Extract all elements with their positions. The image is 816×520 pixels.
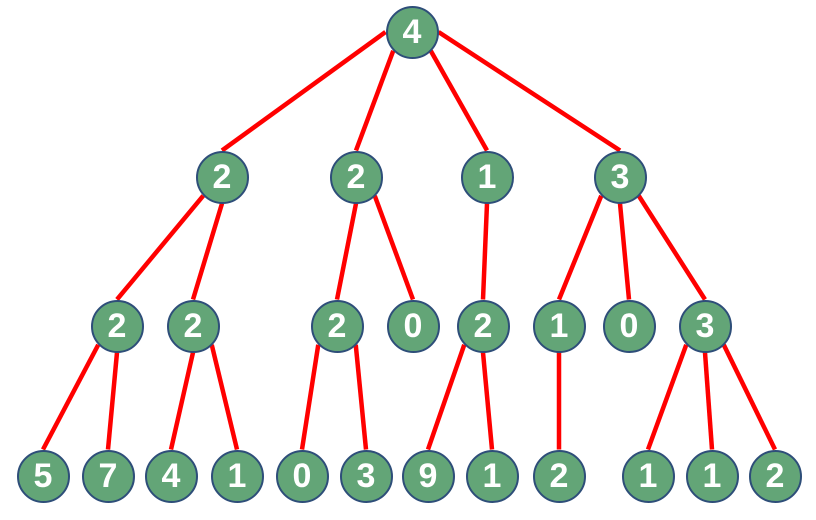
tree-node-b: 2 <box>329 150 383 204</box>
tree-node-b2: 0 <box>386 299 440 353</box>
tree-node-c1: 2 <box>456 299 510 353</box>
tree-edge-root-c <box>428 49 489 152</box>
tree-node-b1: 2 <box>310 299 364 353</box>
tree-edge-c1-l7 <box>425 344 467 451</box>
tree-edge-d3-l10 <box>645 343 689 451</box>
tree-edge-root-a <box>220 30 387 153</box>
tree-node-l7: 9 <box>401 449 455 503</box>
tree-node-d2: 0 <box>602 299 656 353</box>
tree-node-l9: 2 <box>532 449 586 503</box>
tree-edge-b1-l6 <box>353 344 369 450</box>
tree-edge-root-d <box>437 30 622 153</box>
tree-edge-b-b2 <box>372 194 416 301</box>
tree-edge-a1-l2 <box>105 352 120 450</box>
tree-node-a1: 2 <box>90 299 144 353</box>
tree-node-d1: 1 <box>532 299 586 353</box>
tree-node-a: 2 <box>195 150 249 204</box>
tree-node-l4: 1 <box>210 449 264 503</box>
tree-node-l11: 1 <box>685 449 739 503</box>
tree-edge-a-a1 <box>115 194 205 301</box>
tree-node-l3: 4 <box>144 449 198 503</box>
tree-edge-d-d3 <box>636 194 707 301</box>
tree-node-a2: 2 <box>166 299 220 353</box>
tree-edge-root-b <box>353 49 396 152</box>
tree-edge-d3-l12 <box>721 343 778 451</box>
tree-node-l5: 0 <box>275 449 329 503</box>
tree-edge-d3-l11 <box>702 352 715 450</box>
tree-node-l2: 7 <box>81 449 135 503</box>
tree-node-c: 1 <box>460 150 514 204</box>
tree-node-l8: 1 <box>465 449 519 503</box>
tree-node-d: 3 <box>593 150 647 204</box>
tree-edge-a2-l3 <box>168 352 196 450</box>
tree-node-root: 4 <box>385 5 439 59</box>
tree-node-l10: 1 <box>621 449 675 503</box>
tree-edge-d-d1 <box>556 194 604 301</box>
tree-edge-c-c1 <box>480 203 490 300</box>
tree-edge-d-d2 <box>617 203 632 300</box>
tree-edge-b-b1 <box>334 203 359 300</box>
tree-node-d3: 3 <box>678 299 732 353</box>
tree-node-l12: 2 <box>748 449 802 503</box>
tree-node-l1: 5 <box>16 449 70 503</box>
tree-edge-b1-l5 <box>299 344 321 450</box>
tree-edge-a-a2 <box>190 202 225 301</box>
tree-edge-c1-l8 <box>480 352 495 450</box>
tree-node-l6: 3 <box>339 449 393 503</box>
tree-edge-a1-l1 <box>41 343 101 451</box>
tree-edge-a2-l4 <box>209 344 240 451</box>
